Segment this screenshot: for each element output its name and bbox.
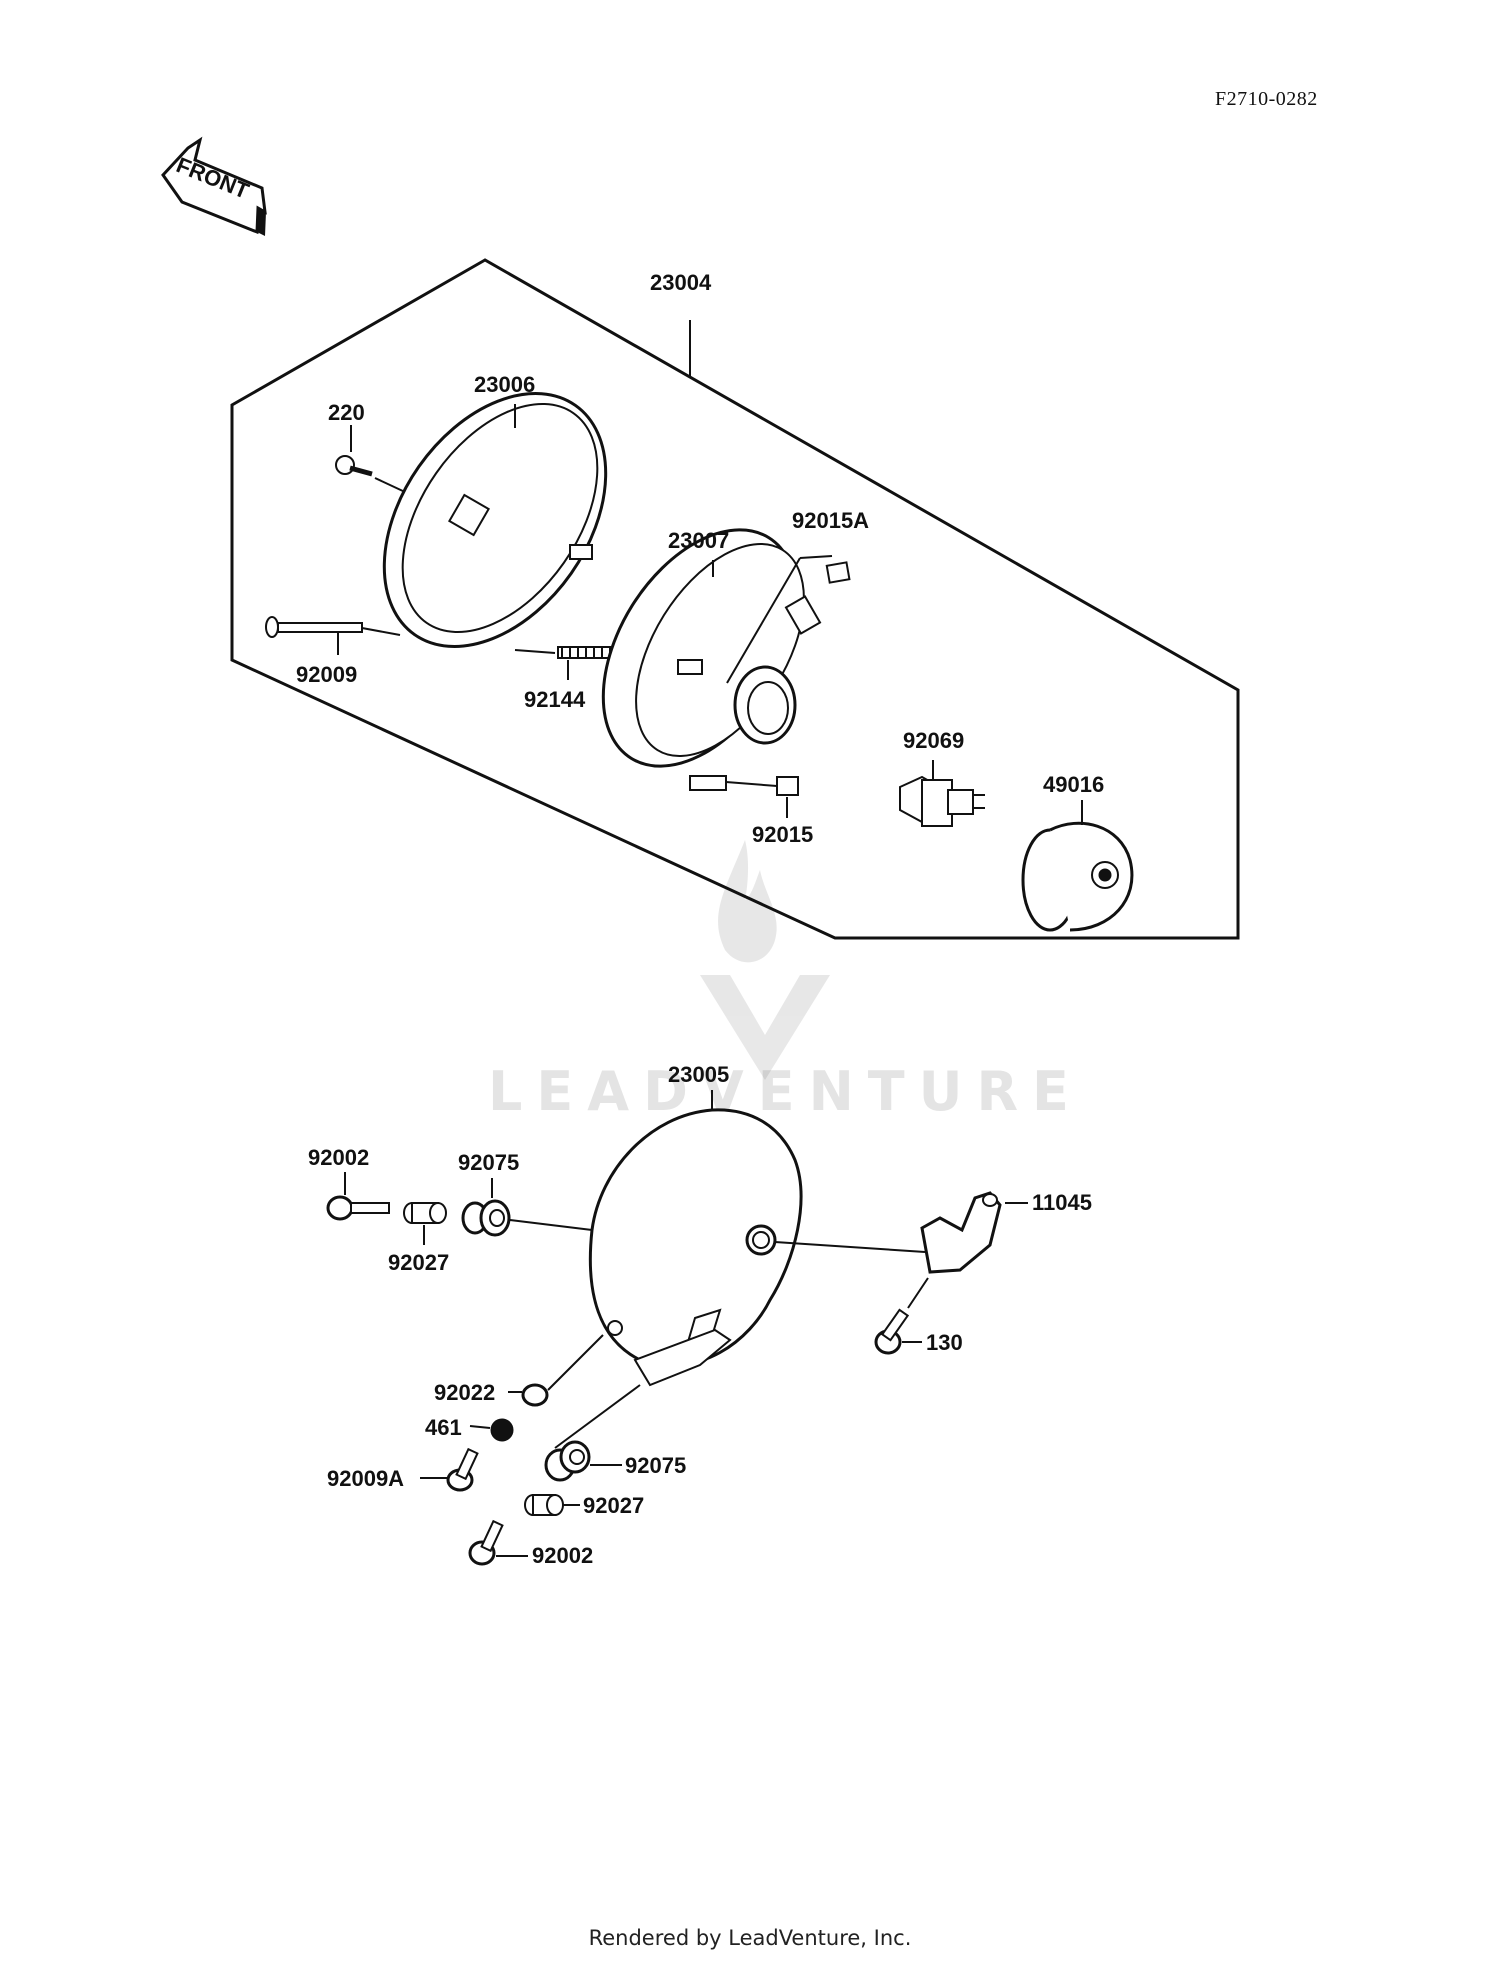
label-130: 130 bbox=[926, 1330, 963, 1355]
nut-92022-icon bbox=[508, 1334, 604, 1407]
label-23006: 23006 bbox=[474, 372, 535, 397]
bracket-11045-icon bbox=[774, 1191, 1028, 1274]
label-92144: 92144 bbox=[524, 687, 586, 712]
label-220: 220 bbox=[328, 400, 365, 425]
spring-92144-icon bbox=[514, 646, 611, 680]
screw-92002-top-icon bbox=[326, 1172, 390, 1221]
bulb-92069-icon bbox=[899, 760, 985, 827]
label-92075-bottom: 92075 bbox=[625, 1453, 686, 1478]
label-92022: 92022 bbox=[434, 1380, 495, 1405]
grommet-92075-bottom-icon bbox=[544, 1384, 641, 1482]
label-92027-bottom: 92027 bbox=[583, 1493, 644, 1518]
label-92027-top: 92027 bbox=[388, 1250, 449, 1275]
label-92009A: 92009A bbox=[327, 1466, 404, 1491]
grommet-92075-top-icon bbox=[461, 1178, 593, 1237]
label-92009: 92009 bbox=[296, 662, 357, 687]
label-49016: 49016 bbox=[1043, 772, 1104, 797]
label-92075-top: 92075 bbox=[458, 1150, 519, 1175]
nut-92015-icon bbox=[725, 776, 799, 818]
headlight-lens-housing bbox=[601, 528, 822, 791]
watermark-logo bbox=[700, 840, 830, 1080]
diagram-reference-code: F2710-0282 bbox=[1215, 88, 1318, 110]
nut-461-icon bbox=[469, 1418, 514, 1442]
front-arrow-icon: FRONT bbox=[161, 136, 267, 236]
label-23004: 23004 bbox=[650, 270, 712, 295]
watermark-text: LEADVENTURE bbox=[488, 1060, 1083, 1123]
screw-92002-bottom-icon bbox=[468, 1519, 528, 1566]
label-23005: 23005 bbox=[668, 1062, 729, 1087]
bolt-92009-icon bbox=[265, 616, 401, 655]
label-92015A: 92015A bbox=[792, 508, 869, 533]
label-92069: 92069 bbox=[903, 728, 964, 753]
dust-cover-49016-icon bbox=[1021, 800, 1134, 932]
label-11045: 11045 bbox=[1032, 1190, 1092, 1215]
label-461: 461 bbox=[425, 1415, 462, 1440]
label-92002-top: 92002 bbox=[308, 1145, 369, 1170]
headlight-housing-shell bbox=[588, 1090, 803, 1387]
collar-92027-bottom-icon bbox=[524, 1494, 580, 1516]
label-92002-bottom: 92002 bbox=[532, 1543, 593, 1568]
collar-92027-top-icon bbox=[403, 1202, 447, 1245]
bolt-130-icon bbox=[874, 1277, 929, 1355]
screw-220-icon bbox=[335, 425, 406, 493]
label-23007: 23007 bbox=[668, 528, 729, 553]
bolt-92009A-icon bbox=[420, 1447, 479, 1492]
headlight-rim bbox=[382, 392, 608, 648]
nut-92015A-icon bbox=[726, 555, 851, 684]
footer-credit: Rendered by LeadVenture, Inc. bbox=[588, 1926, 912, 1950]
label-92015: 92015 bbox=[752, 822, 813, 847]
